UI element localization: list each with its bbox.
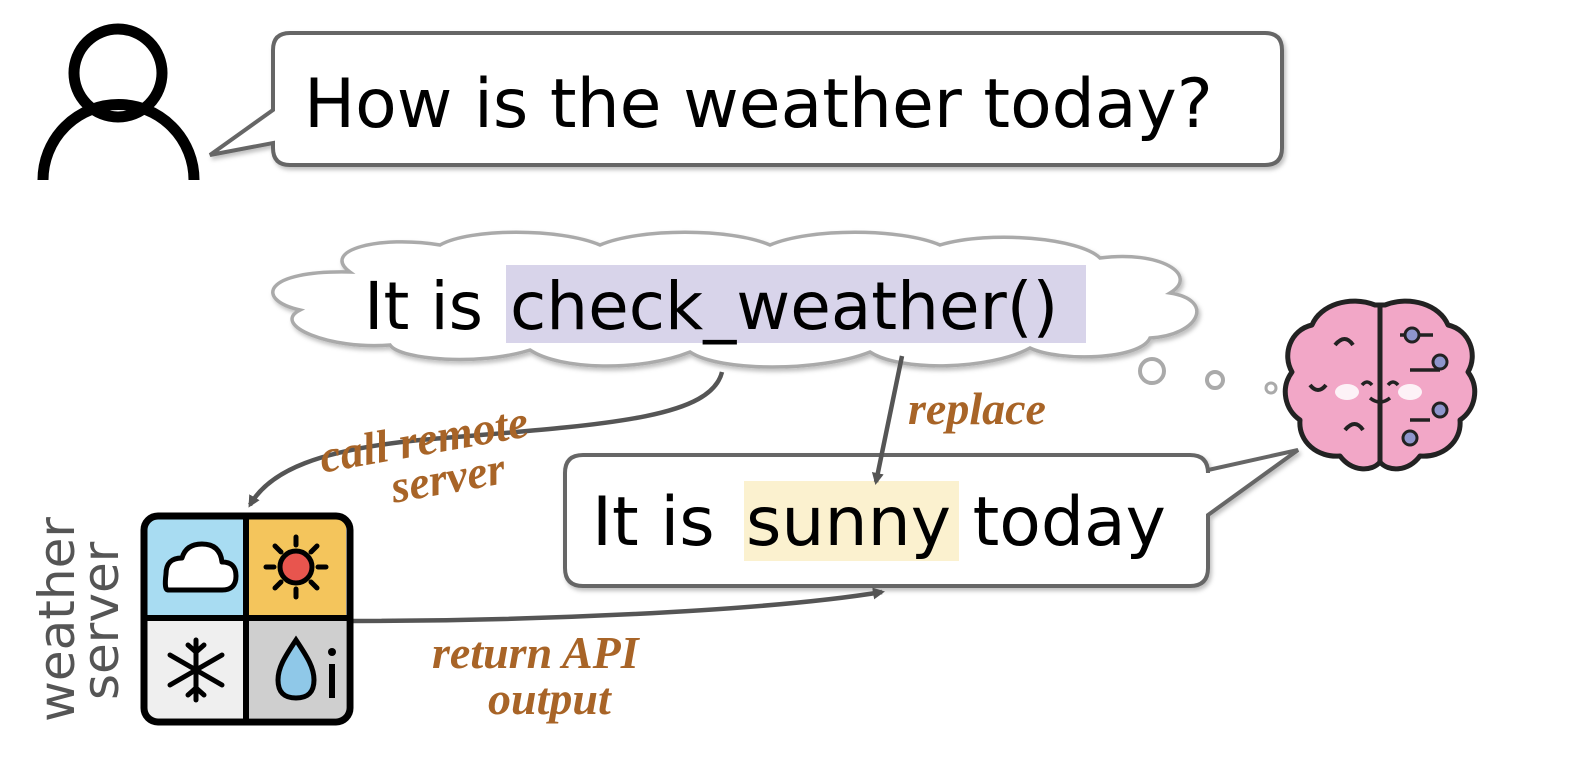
- snowflake-icon: [167, 637, 225, 703]
- call-arrow: [248, 371, 725, 508]
- thought-cloud: It is check_weather(): [271, 230, 1199, 369]
- raindrop-info-icon: [275, 635, 336, 701]
- reply-value: sunny: [746, 483, 951, 562]
- reply-speech-bubble: It is sunny today: [563, 448, 1300, 588]
- user-icon: [37, 23, 200, 181]
- reply-suffix: today: [951, 483, 1166, 562]
- thought-dots-icon: [1138, 357, 1278, 395]
- reply-prefix: It is: [592, 483, 736, 562]
- replace-arrow: [871, 355, 905, 485]
- return-label-line2: output: [488, 673, 612, 724]
- thought-prefix: It is: [364, 268, 504, 345]
- weather-server-label-line2: server: [72, 541, 130, 700]
- brain-icon: [1282, 298, 1478, 472]
- user-speech-bubble: How is the weather today?: [208, 31, 1284, 167]
- call-label: call remote server: [315, 396, 531, 513]
- weather-server-label-line1: weather: [28, 517, 86, 722]
- weather-server-label: weather server: [28, 517, 130, 722]
- user-message-text: How is the weather today?: [304, 65, 1213, 144]
- function-call-highlight: [506, 265, 1086, 343]
- weather-server-icon: [140, 512, 354, 726]
- sun-icon: [263, 534, 329, 600]
- return-arrow: [351, 587, 885, 624]
- svg-text:It is sunny today: It is sunny today: [592, 483, 1166, 562]
- svg-text:It is check_weather(): It is check_weather(): [364, 268, 1058, 345]
- reply-value-highlight: [744, 481, 959, 561]
- replace-label: replace: [908, 383, 1046, 434]
- cloud-icon: [162, 541, 239, 593]
- function-call-text: check_weather(): [510, 268, 1058, 345]
- return-label-line1: return API: [432, 627, 641, 678]
